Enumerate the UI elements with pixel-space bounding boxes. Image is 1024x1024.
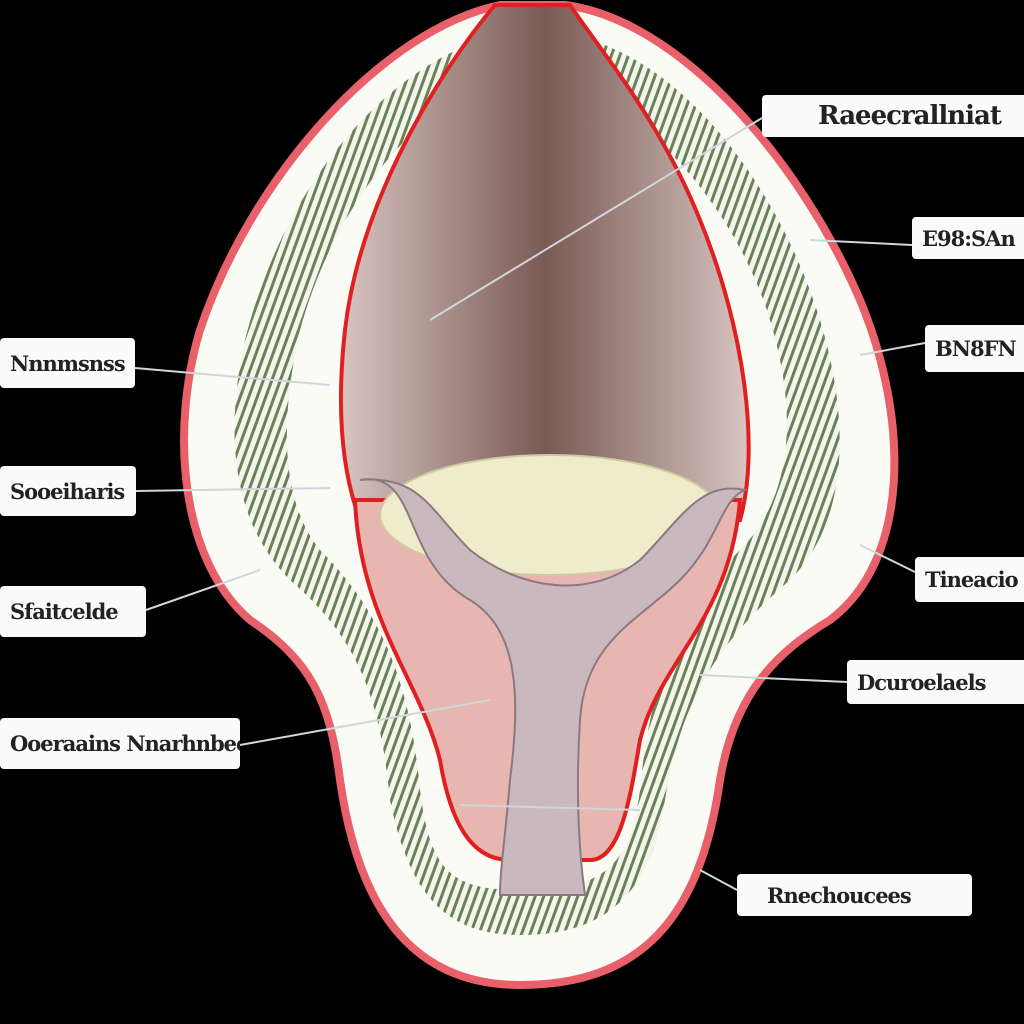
label-right-2: E98:SAn <box>912 217 1024 259</box>
label-right-3: BN8FN <box>925 325 1024 372</box>
label-right-4: Tineacio <box>915 557 1024 602</box>
inner-cavity <box>338 3 751 522</box>
label-left-4: Ooeraains Nnarhnbeec <box>0 718 240 769</box>
central-stalk <box>359 478 749 896</box>
label-left-1: Nnnmsnss <box>0 338 135 388</box>
label-right-1: Raeecrallniat <box>762 95 1024 137</box>
label-left-3: Sfaitcelde <box>0 586 146 637</box>
striated-tissue <box>234 40 840 935</box>
label-right-5: Dcuroelaels <box>847 660 1024 704</box>
leader-lines <box>134 117 926 891</box>
label-right-6: Rnechoucees <box>737 874 972 916</box>
label-left-2: Sooeiharis <box>0 466 136 516</box>
